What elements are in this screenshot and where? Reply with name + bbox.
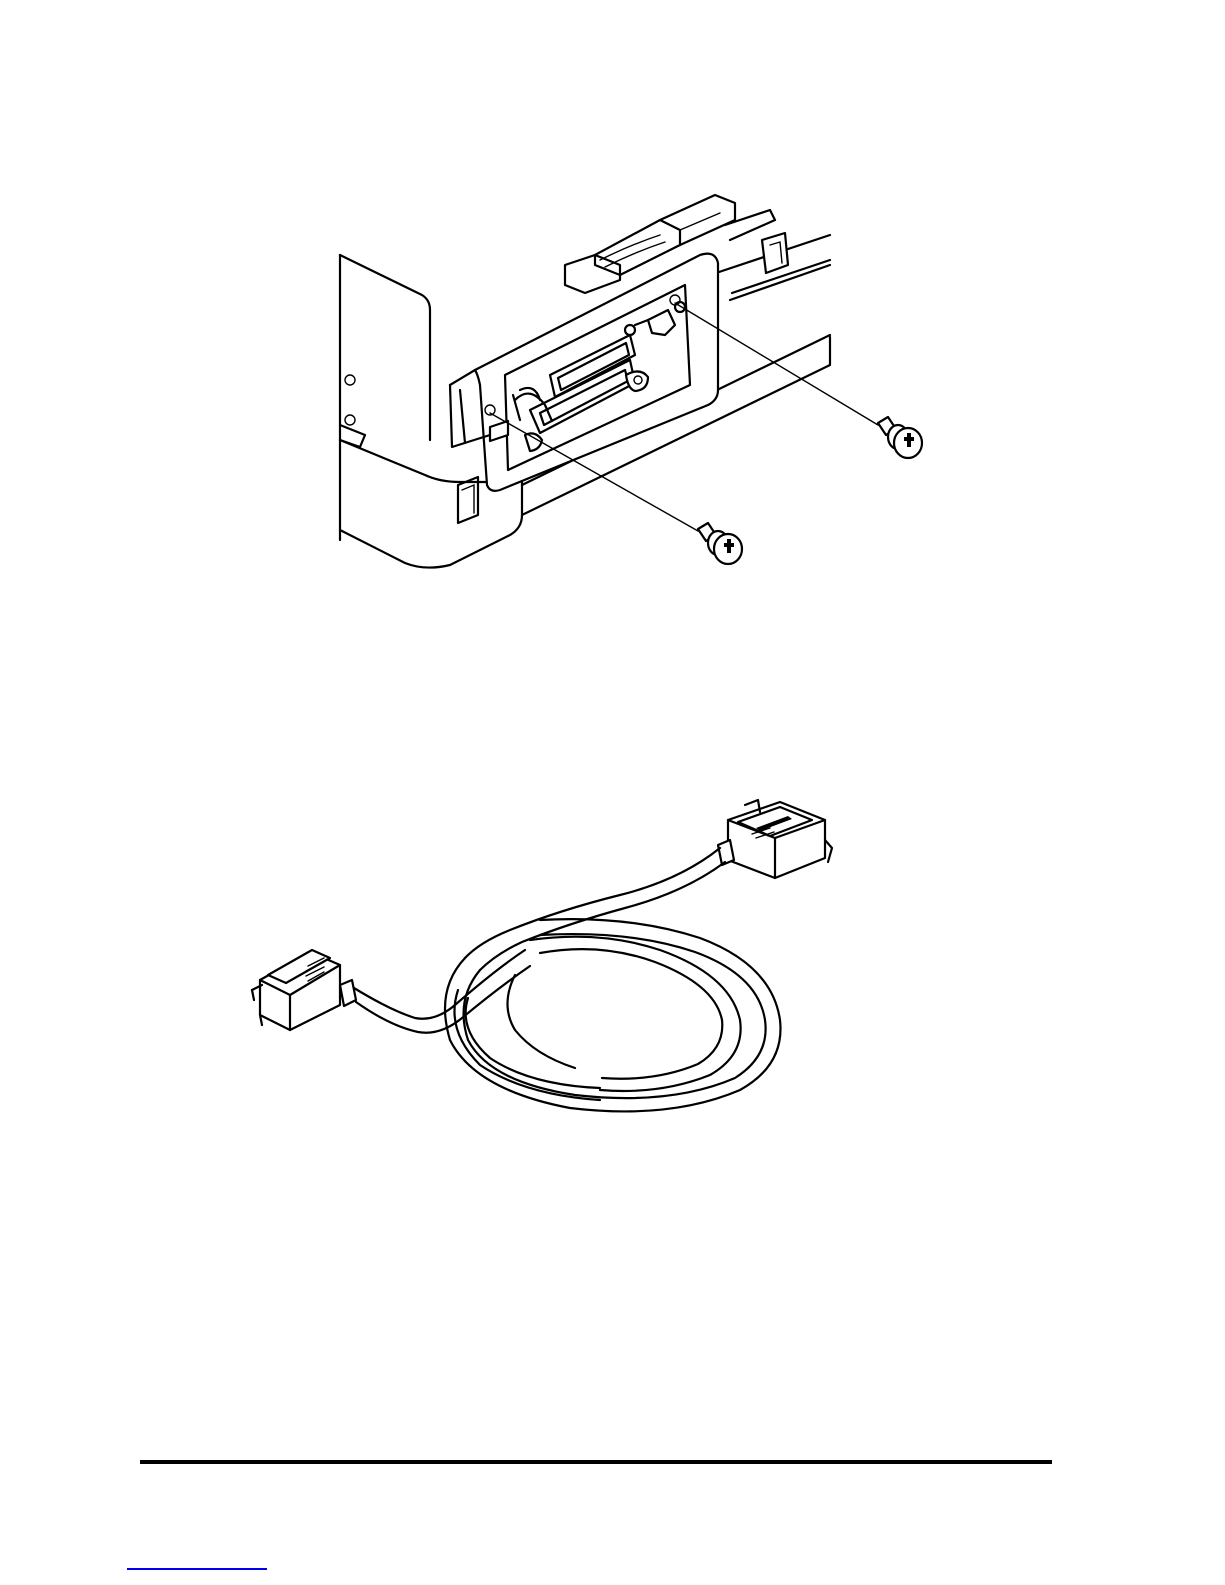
footer-rule [140, 1460, 1052, 1464]
side-panel-outline [340, 255, 430, 440]
footer-link-underline[interactable] [127, 1568, 267, 1570]
connector-right [718, 800, 832, 878]
screw-icon [878, 417, 922, 458]
parallel-cable-illustration [240, 790, 860, 1120]
screw-icon [698, 523, 742, 564]
connector-left [252, 950, 356, 1030]
interface-card-illustration [330, 185, 960, 580]
